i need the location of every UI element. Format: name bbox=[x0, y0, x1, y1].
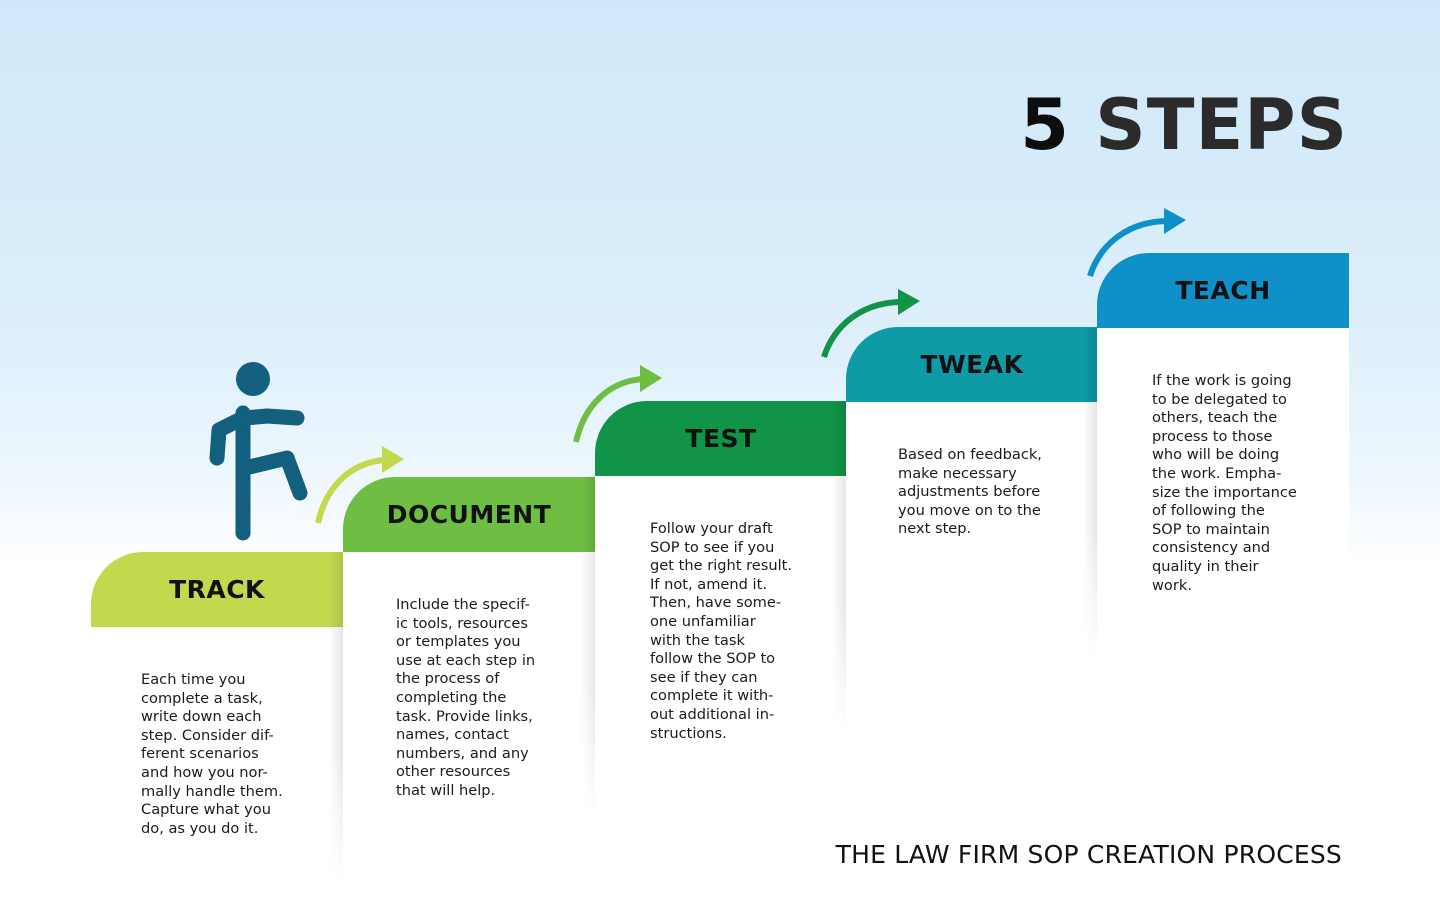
step-description: Follow your draft SOP to see if you get … bbox=[650, 520, 793, 742]
step-body-teach: If the work is going to be delegated to … bbox=[1097, 328, 1349, 658]
step-track: TRACK Each time you complete a task, wri… bbox=[91, 552, 343, 917]
step-header-test: TEST bbox=[595, 401, 847, 476]
step-header-teach: TEACH bbox=[1097, 253, 1349, 328]
step-label: DOCUMENT bbox=[386, 500, 552, 529]
step-body-track: Each time you complete a task, write dow… bbox=[91, 627, 343, 917]
step-label: TEACH bbox=[1175, 276, 1271, 305]
step-label: TWEAK bbox=[920, 350, 1024, 379]
curved-arrow-right-icon bbox=[1087, 208, 1186, 277]
curved-arrow-right-icon bbox=[573, 365, 662, 443]
step-header-track: TRACK bbox=[91, 552, 343, 627]
step-document: DOCUMENT Include the specif- ic tools, r… bbox=[343, 477, 595, 882]
step-test: TEST Follow your draft SOP to see if you… bbox=[595, 401, 847, 816]
step-header-tweak: TWEAK bbox=[846, 327, 1098, 402]
step-description: Each time you complete a task, write dow… bbox=[141, 671, 283, 837]
step-label: TEST bbox=[685, 424, 757, 453]
step-header-document: DOCUMENT bbox=[343, 477, 595, 552]
step-description: Based on feedback, make necessary adjust… bbox=[898, 446, 1042, 538]
step-body-test: Follow your draft SOP to see if you get … bbox=[595, 476, 847, 816]
curved-arrow-right-icon bbox=[315, 446, 404, 524]
step-body-document: Include the specif- ic tools, resources … bbox=[343, 552, 595, 882]
person-climbing-stairs-icon bbox=[209, 362, 308, 541]
page-subtitle: THE LAW FIRM SOP CREATION PROCESS bbox=[835, 840, 1342, 869]
title-number: 5 bbox=[1020, 84, 1070, 166]
page-title: 5 STEPS bbox=[1020, 84, 1348, 166]
step-teach: TEACH If the work is going to be delegat… bbox=[1097, 253, 1349, 658]
title-text: STEPS bbox=[1069, 84, 1348, 166]
curved-arrow-right-icon bbox=[821, 289, 920, 358]
step-description: If the work is going to be delegated to … bbox=[1152, 372, 1297, 594]
step-description: Include the specif- ic tools, resources … bbox=[396, 596, 536, 799]
step-tweak: TWEAK Based on feedback, make necessary … bbox=[846, 327, 1098, 732]
step-label: TRACK bbox=[169, 575, 265, 604]
step-body-tweak: Based on feedback, make necessary adjust… bbox=[846, 402, 1098, 732]
